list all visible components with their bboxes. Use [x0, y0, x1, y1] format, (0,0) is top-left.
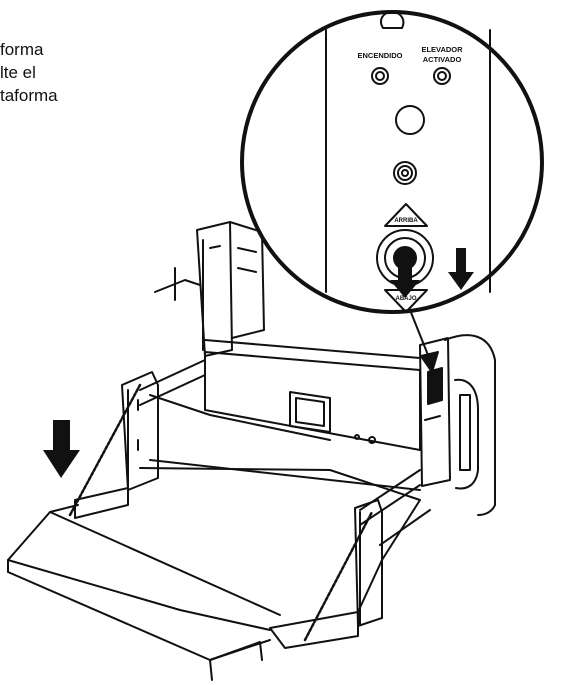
- leader-arrow: [409, 309, 439, 373]
- indicator-light-icon: [371, 67, 451, 85]
- right-tower: [419, 337, 451, 487]
- safety-chains: [68, 383, 374, 642]
- down-arrow-icon: [43, 420, 80, 478]
- circuit-breaker-button: [395, 105, 425, 135]
- switch-direction-arrow: [448, 248, 474, 290]
- lift-active-label-line-1: ELEVADOR: [421, 45, 463, 54]
- toggle-switch-icon: [376, 203, 434, 313]
- magnified-detail: [240, 10, 544, 314]
- caption-line-3: taforma: [0, 86, 58, 105]
- up-label: ARRIBA: [394, 218, 418, 224]
- back-cross-beam: [204, 339, 421, 451]
- left-tower: [154, 221, 265, 357]
- power-indicator-label: ENCENDIDO: [357, 51, 402, 60]
- vehicle-body: [444, 334, 496, 516]
- parallel-arms: [139, 359, 431, 546]
- key-switch: [393, 161, 417, 185]
- instruction-caption: forma lte el taforma: [0, 38, 58, 107]
- lift-platform: [7, 459, 421, 681]
- lift-active-label-line-2: ACTIVADO: [423, 55, 462, 64]
- down-label: ABAJO: [395, 296, 416, 302]
- caption-line-2: lte el: [0, 63, 36, 82]
- caption-line-1: forma: [0, 40, 44, 59]
- left-front-standard: [74, 371, 159, 519]
